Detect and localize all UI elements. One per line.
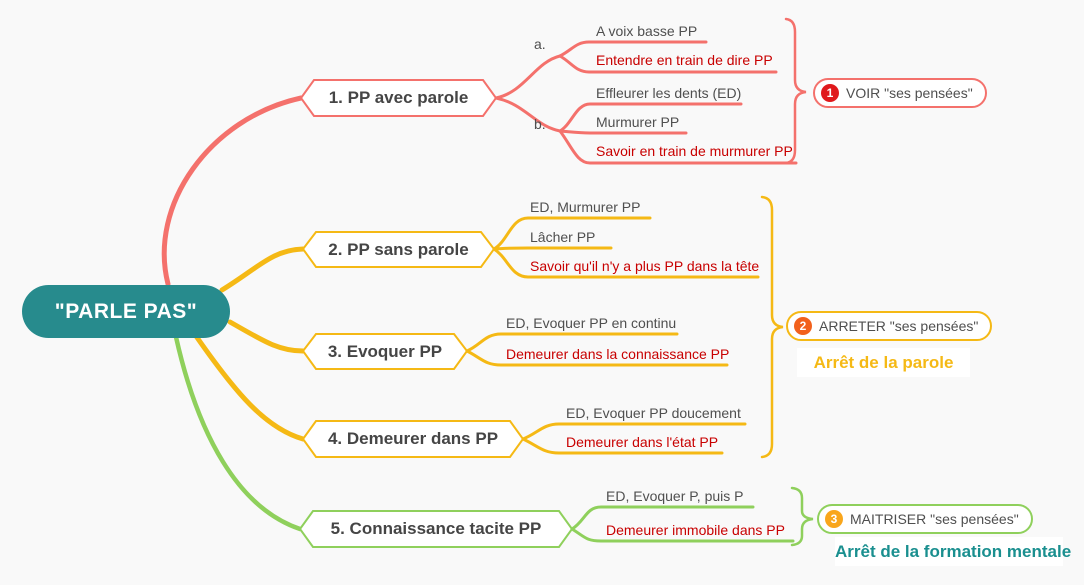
leaf-item[interactable]: ED, Evoquer P, puis P — [606, 488, 744, 504]
curve-branch-2 — [219, 246, 306, 293]
leaf-item[interactable]: Effleurer les dents (ED) — [596, 85, 742, 101]
subgroup-b-label: b. — [534, 116, 546, 132]
branch-label-4[interactable]: 4. Demeurer dans PP — [327, 429, 499, 448]
leaf-item[interactable]: Savoir qu'il n'y a plus PP dans la tête — [530, 258, 760, 274]
root-branch-curves — [161, 95, 306, 532]
summary-label: ARRETER "ses pensées" — [819, 318, 979, 334]
leaf-item[interactable]: ED, Murmurer PP — [530, 199, 641, 215]
summary-label: MAITRISER "ses pensées" — [850, 511, 1019, 527]
brace-voir — [784, 17, 807, 165]
branch-boxes — [298, 79, 574, 548]
leaf-item[interactable]: Murmurer PP — [596, 114, 680, 130]
summary-label: VOIR "ses pensées" — [846, 85, 973, 101]
number-badge-2: 2 — [794, 317, 812, 335]
leaf-item[interactable]: ED, Evoquer PP doucement — [566, 405, 741, 421]
subgroup-a-label: a. — [534, 36, 546, 52]
branch-3-links — [465, 332, 729, 367]
curve-branch-5 — [173, 334, 303, 532]
caption-arret-parole[interactable]: Arrêt de la parole — [797, 348, 970, 377]
central-node[interactable]: "PARLE PAS" — [22, 285, 230, 338]
leaf-item[interactable]: Lâcher PP — [530, 229, 596, 245]
leaf-item[interactable]: Savoir en train de murmurer PP — [596, 143, 793, 159]
branch-label-5[interactable]: 5. Connaissance tacite PP — [330, 519, 542, 538]
leaf-item[interactable]: Demeurer immobile dans PP — [606, 522, 785, 538]
branch-label-1[interactable]: 1. PP avec parole — [328, 88, 469, 107]
branch-4-links — [521, 422, 747, 455]
brace-maitriser — [790, 486, 814, 547]
curve-branch-1 — [161, 95, 304, 287]
curve-branch-3 — [227, 319, 306, 354]
summary-pill-maitriser[interactable]: 3 MAITRISER "ses pensées" — [817, 504, 1033, 534]
leaf-item[interactable]: Demeurer dans l'état PP — [566, 434, 719, 450]
branch-1-links — [494, 40, 798, 165]
curve-branch-4 — [193, 333, 306, 442]
leaf-item[interactable]: ED, Evoquer PP en continu — [506, 315, 677, 331]
number-badge-1: 1 — [821, 84, 839, 102]
caption-arret-formation[interactable]: Arrêt de la formation mentale — [835, 537, 1071, 566]
branch-label-2[interactable]: 2. PP sans parole — [328, 240, 469, 259]
summary-pill-voir[interactable]: 1 VOIR "ses pensées" — [813, 78, 987, 108]
summary-braces — [760, 17, 814, 547]
branch-2-links — [492, 216, 760, 279]
leaf-item[interactable]: A voix basse PP — [596, 23, 698, 39]
branch-5-links — [570, 505, 795, 543]
summary-pill-arreter[interactable]: 2 ARRETER "ses pensées" — [786, 311, 993, 341]
leaf-item[interactable]: Entendre en train de dire PP — [596, 52, 773, 68]
leaf-item[interactable]: Demeurer dans la connaissance PP — [506, 346, 730, 362]
branch-label-3[interactable]: 3. Evoquer PP — [327, 342, 443, 361]
brace-arreter — [760, 195, 784, 459]
number-badge-3: 3 — [825, 510, 843, 528]
